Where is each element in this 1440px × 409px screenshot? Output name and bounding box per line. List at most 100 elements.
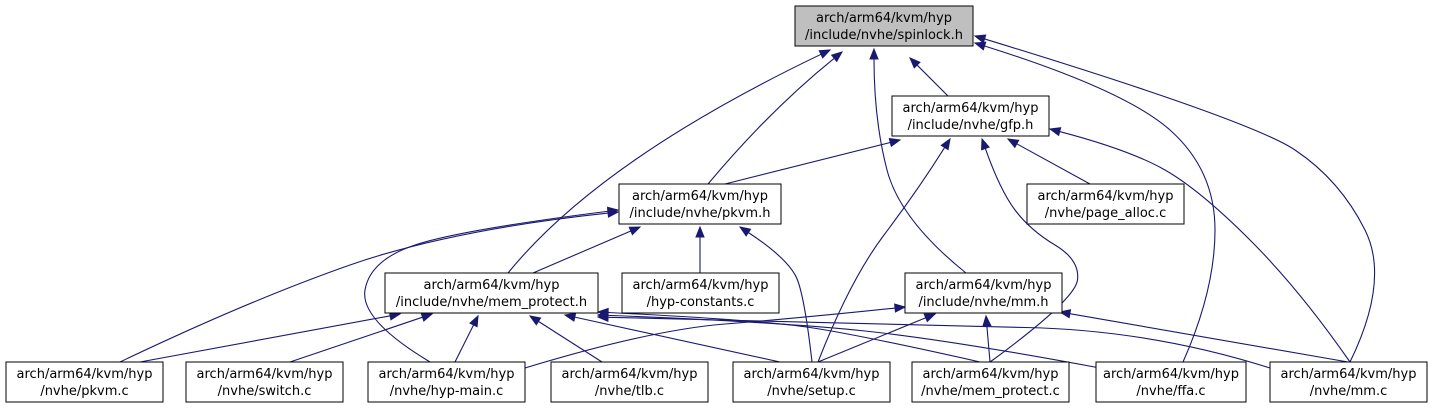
arrowhead	[894, 303, 907, 313]
node-label-line: /include/nvhe/gfp.h	[908, 118, 1034, 133]
node-box	[618, 183, 782, 225]
edge-line	[574, 316, 781, 363]
node-label-line: /include/nvhe/pkvm.h	[630, 206, 771, 221]
edge-mm_h-to-spinlock	[869, 47, 967, 274]
edge-line	[139, 315, 391, 363]
edge-switch_c-to-mem_protect_h	[289, 312, 434, 363]
edge-line	[1069, 313, 1349, 363]
node-label-line: arch/arm64/kvm/hyp	[197, 367, 333, 382]
arrowhead	[420, 312, 434, 322]
node-ffa_c[interactable]: arch/arm64/kvm/hyp/nvhe/ffa.c	[1095, 361, 1247, 403]
node-setup_c[interactable]: arch/arm64/kvm/hyp/nvhe/setup.c	[732, 361, 891, 403]
edge-setup_c-to-mem_protect_h	[563, 312, 781, 363]
node-box	[550, 361, 709, 403]
node-box	[794, 5, 974, 47]
edge-line	[916, 64, 949, 97]
arrowhead	[940, 137, 951, 151]
edge-line	[364, 210, 609, 363]
node-box	[1269, 361, 1428, 403]
node-mem_protect_h[interactable]: arch/arm64/kvm/hyp/include/nvhe/mem_prot…	[384, 272, 599, 314]
edge-line	[507, 53, 822, 274]
edge-tlb_c-to-mem_protect_h	[528, 315, 603, 363]
arrowhead	[1058, 309, 1072, 319]
node-label-line: /nvhe/mm.c	[1310, 384, 1388, 399]
arrowhead	[830, 51, 844, 63]
edge-line	[524, 307, 896, 369]
edge-line	[817, 317, 926, 363]
node-label-line: /include/nvhe/mem_protect.h	[396, 295, 587, 310]
edge-hyp_main-to-pkvm_h	[364, 206, 620, 363]
node-label-line: /nvhe/mem_protect.c	[921, 384, 1060, 399]
edge-line	[984, 38, 1376, 363]
edge-pkvm_h-to-gfp	[724, 137, 902, 185]
node-box	[1095, 361, 1247, 403]
node-mm_c[interactable]: arch/arm64/kvm/hyp/nvhe/mm.c	[1269, 361, 1428, 403]
arrowhead	[628, 226, 642, 236]
edge-mem_protect_c-to-mm_h	[982, 314, 992, 363]
edge-line	[724, 141, 891, 185]
edge-pkvm_c-to-mem_protect_h	[139, 311, 402, 363]
arrowhead	[923, 313, 937, 323]
arrowhead	[563, 312, 577, 322]
edge-line	[119, 212, 609, 363]
edge-mm_c-to-gfp	[1048, 127, 1351, 363]
arrowhead	[973, 34, 987, 44]
node-label-line: arch/arm64/kvm/hyp	[562, 367, 698, 382]
node-label-line: /nvhe/hyp-main.c	[390, 384, 504, 399]
node-label-line: arch/arm64/kvm/hyp	[923, 367, 1059, 382]
node-pkvm_c[interactable]: arch/arm64/kvm/hyp/nvhe/pkvm.c	[5, 361, 164, 403]
node-label-line: arch/arm64/kvm/hyp	[632, 189, 768, 204]
arrowhead	[818, 49, 832, 59]
node-label-line: arch/arm64/kvm/hyp	[903, 101, 1039, 116]
edge-mm_c-to-mm_h	[1058, 309, 1349, 363]
edge-ffa_c-to-mem_protect_h	[596, 310, 1101, 369]
node-label-line: /nvhe/tlb.c	[595, 384, 664, 399]
edge-line	[1016, 143, 1091, 185]
node-hyp_constants[interactable]: arch/arm64/kvm/hyp/hyp-constants.c	[621, 272, 780, 314]
node-label-line: /nvhe/page_alloc.c	[1045, 206, 1166, 221]
edge-hyp_main-to-mm_h	[524, 303, 907, 369]
node-spinlock[interactable]: arch/arm64/kvm/hyp/include/nvhe/spinlock…	[794, 5, 974, 47]
node-label-line: arch/arm64/kvm/hyp	[744, 367, 880, 382]
node-mem_protect_c[interactable]: arch/arm64/kvm/hyp/nvhe/mem_protect.c	[911, 361, 1070, 403]
edge-line	[873, 58, 967, 274]
node-pkvm_h[interactable]: arch/arm64/kvm/hyp/include/nvhe/pkvm.h	[618, 183, 782, 225]
node-label-line: /nvhe/setup.c	[767, 384, 856, 399]
edge-line	[817, 147, 946, 363]
edge-mem_protect_h-to-spinlock	[507, 49, 832, 274]
node-label-line: /include/nvhe/spinlock.h	[805, 28, 963, 43]
arrowhead	[738, 226, 752, 237]
edge-mm_c-to-spinlock	[973, 34, 1376, 363]
node-switch_c[interactable]: arch/arm64/kvm/hyp/nvhe/switch.c	[185, 361, 344, 403]
node-gfp[interactable]: arch/arm64/kvm/hyp/include/nvhe/gfp.h	[891, 95, 1050, 137]
node-label-line: arch/arm64/kvm/hyp	[1281, 367, 1417, 382]
node-box	[1026, 183, 1185, 225]
arrowhead	[869, 47, 879, 60]
node-label-line: /nvhe/ffa.c	[1136, 384, 1205, 399]
node-box	[384, 272, 599, 314]
node-label-line: /include/nvhe/mm.h	[918, 295, 1048, 310]
node-page_alloc[interactable]: arch/arm64/kvm/hyp/nvhe/page_alloc.c	[1026, 183, 1185, 225]
node-tlb_c[interactable]: arch/arm64/kvm/hyp/nvhe/tlb.c	[550, 361, 709, 403]
node-label-line: arch/arm64/kvm/hyp	[17, 367, 153, 382]
node-box	[5, 361, 164, 403]
edge-line	[748, 232, 813, 363]
node-label-line: arch/arm64/kvm/hyp	[816, 11, 952, 26]
arrowhead	[596, 312, 609, 323]
node-label-line: arch/arm64/kvm/hyp	[379, 367, 515, 382]
edge-line	[1059, 131, 1351, 363]
edge-setup_c-to-mm_h	[817, 313, 937, 363]
node-box	[904, 272, 1063, 314]
edge-pkvm_h-to-spinlock	[707, 51, 844, 185]
node-hyp_main[interactable]: arch/arm64/kvm/hyp/nvhe/hyp-main.c	[367, 361, 526, 403]
node-label-line: arch/arm64/kvm/hyp	[1038, 189, 1174, 204]
node-mm_h[interactable]: arch/arm64/kvm/hyp/include/nvhe/mm.h	[904, 272, 1063, 314]
edge-line	[986, 325, 991, 363]
node-box	[367, 361, 526, 403]
edge-setup_c-to-pkvm_h	[738, 226, 813, 363]
arrowhead	[695, 225, 705, 238]
edge-line	[538, 320, 603, 363]
node-label-line: arch/arm64/kvm/hyp	[424, 278, 560, 293]
edge-line	[984, 148, 1079, 363]
